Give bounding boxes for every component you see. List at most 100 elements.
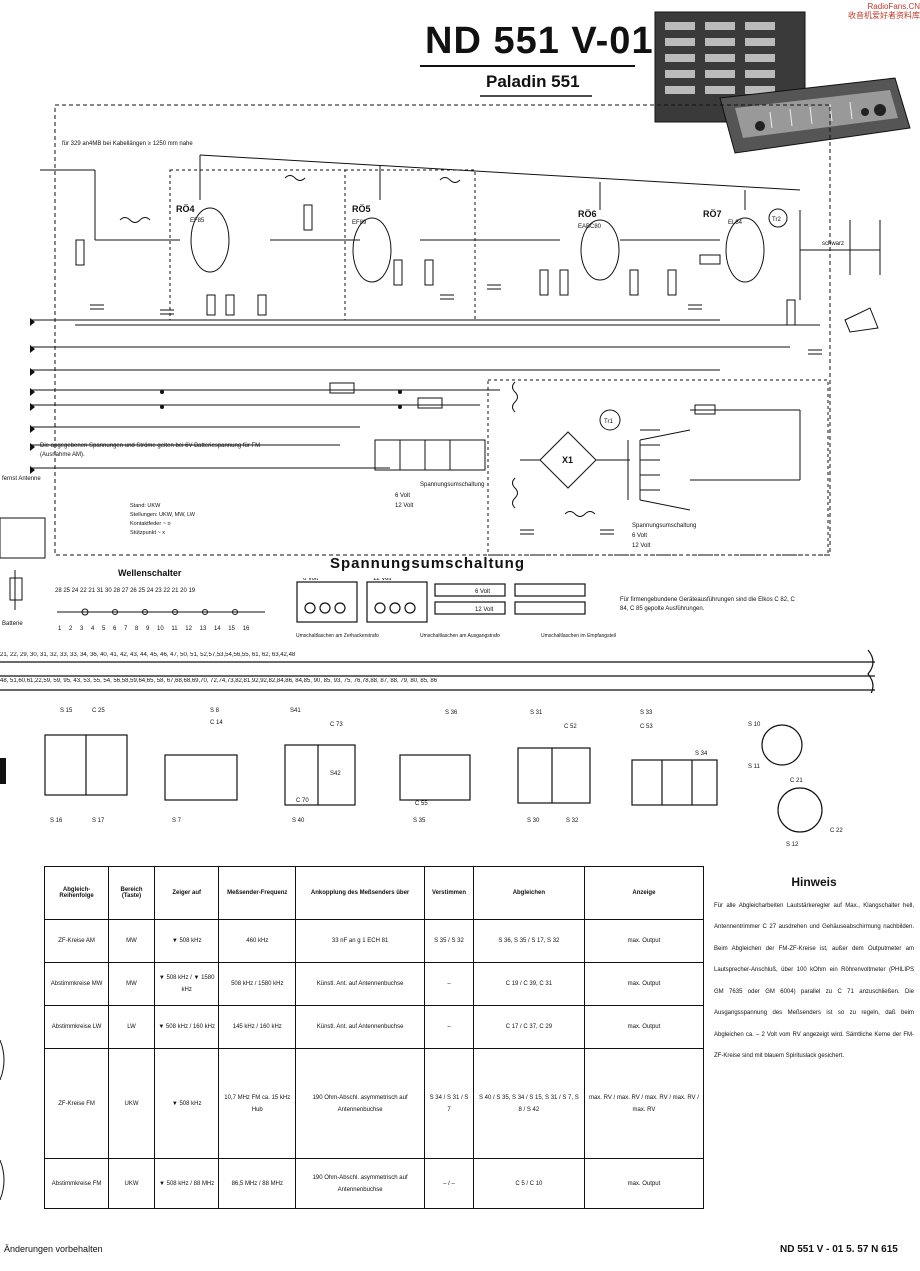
table-cell: 190 Ohm-Abschl. asymmetrisch auf Antenne…	[295, 1158, 426, 1209]
coil-label: C 21	[790, 778, 803, 784]
coil-label: C 52	[564, 724, 577, 730]
hinweis-note: Hinweis Für alle Abgleicharbeiten Lautst…	[714, 872, 914, 1068]
table-header: Verstimmen	[424, 866, 474, 920]
hinweis-title: Hinweis	[791, 875, 837, 889]
table-cell: ▼ 508 kHz	[153, 919, 220, 963]
table-cell: Künstl. Ant. auf Antennenbuchse	[295, 962, 426, 1006]
index-strip-frame	[0, 649, 875, 693]
index-strip-top: 21, 22, 29, 30, 31, 32, 33, 33, 34, 36, …	[0, 652, 296, 658]
table-cell: S 35 / S 32	[424, 919, 474, 963]
elko-note: Für firmengebundene Geräteausführungen s…	[620, 597, 795, 612]
table-cell: –	[424, 962, 474, 1006]
cable-note: für 329 an4MB bei Kabellängen ≥ 1250 mm …	[62, 141, 193, 147]
table-cell: ▼ 508 kHz / 160 kHz	[153, 1005, 220, 1049]
caption-ausgang: Umschaltlaschen am Ausgangstrafo	[420, 633, 500, 639]
switch-6v-label: 6 Volt	[303, 578, 318, 582]
coil-label: S 30	[527, 818, 540, 824]
title-underline	[420, 65, 635, 67]
table-cell: max. Output	[583, 1005, 705, 1049]
table-header-row: Abgleich-Reihenfolge Bereich (Taste) Zei…	[43, 866, 705, 920]
volt-12-label-2: 12 Volt	[632, 543, 651, 549]
wellenschalter-diagram	[57, 608, 265, 616]
coil-label: S 33	[640, 710, 653, 716]
table-cell: 508 kHz / 1580 kHz	[218, 962, 297, 1006]
table-cell: max. RV / max. RV / max. RV / max. RV / …	[583, 1048, 705, 1159]
label-antenna: fernst Antenne	[2, 476, 41, 482]
table-cell: –	[424, 1005, 474, 1049]
table-cell: UKW	[108, 1158, 155, 1209]
table-cell: Künstl. Ant. auf Antennenbuchse	[295, 1005, 426, 1049]
coil-label: C 55	[415, 801, 428, 807]
coil-label: S 34	[695, 751, 708, 757]
coil-label: S 17	[92, 818, 105, 824]
table-row: ZF-Kreise AM MW ▼ 508 kHz 460 kHz 33 nF …	[43, 919, 705, 963]
tube-label-ro5: RÖ5	[352, 204, 371, 214]
spannung-label-2: Spannungsumschaltung	[632, 523, 696, 529]
table-cell: 10,7 MHz FM ca. 15 kHz Hub	[218, 1048, 297, 1159]
coil-label: C 14	[210, 720, 223, 726]
spannung-label: Spannungsumschaltung	[420, 482, 484, 488]
switch-12v-label: 12 Volt	[373, 578, 392, 582]
coil-label: C 53	[640, 724, 653, 730]
voltage-note: Die angegebenen Spannungen und Ströme ge…	[40, 443, 261, 458]
coil-label: S 31	[530, 710, 543, 716]
table-cell: Abstimmkreise LW	[43, 1005, 110, 1049]
coil-layouts: S 15 C 25 S 16 S 17 S 8 C 14 S 7 S41 C 7…	[44, 708, 843, 848]
table-row: Abstimmkreise LW LW ▼ 508 kHz / 160 kHz …	[43, 1005, 705, 1049]
subtitle-underline	[480, 95, 592, 97]
table-row: ZF-Kreise FM UKW ▼ 508 kHz 10,7 MHz FM c…	[43, 1048, 705, 1159]
table-cell: max. Output	[583, 919, 705, 963]
wellenschalter-contacts-bottom: 1 2 3 4 5 6 7 8 9 10 11 12 13 14 15 16	[58, 626, 250, 632]
coil-label: C 73	[330, 722, 343, 728]
tube-type-ef89: EF89	[352, 220, 367, 226]
tube-type-eabc80: EABC80	[578, 224, 602, 230]
tube-label-ro7: RÖ7	[703, 209, 722, 219]
caption-zerhacker: Umschaltlaschen am Zerhackerstrafo	[296, 633, 379, 639]
coil-label: C 70	[296, 798, 309, 804]
table-cell: 460 kHz	[218, 919, 297, 963]
tube-label-ro4: RÖ4	[176, 204, 195, 214]
coil-label: S 36	[445, 710, 458, 716]
coil-label: S 35	[413, 818, 426, 824]
page-title: ND 551 V-01	[425, 20, 654, 62]
switch-legend: Stand: UKW Stellungen: UKW, MW, LW Konta…	[130, 502, 195, 538]
document-code: ND 551 V - 01 5. 57 N 615	[780, 1244, 898, 1255]
coil-label: C 25	[92, 708, 105, 714]
table-header: Zeiger auf	[153, 866, 220, 920]
coil-label: S 15	[60, 708, 73, 714]
volt-12-label: 12 Volt	[395, 503, 414, 509]
transformer-tr1: Tr1	[604, 419, 613, 425]
coil-label: S 7	[172, 818, 182, 824]
voltage-switch-diagrams: 6 Volt 12 Volt 6 Volt 12 Volt	[296, 578, 586, 623]
table-cell: ZF-Kreise AM	[43, 919, 110, 963]
spannungsumschaltung-heading: Spannungsumschaltung	[330, 555, 526, 572]
coil-label: S42	[330, 771, 341, 777]
table-header: Abgleich-Reihenfolge	[43, 866, 110, 920]
product-photo	[654, 11, 911, 154]
watermark-line2: 收音机爱好者资料库	[848, 11, 920, 20]
legend-item: Stellungen: UKW, MW, LW	[130, 512, 196, 518]
circuit-schematic: RÖ4 RÖ5 RÖ6 RÖ7 EF85 EF89 EABC80 EL84 Tr…	[0, 104, 881, 627]
table-cell: max. Output	[583, 962, 705, 1006]
table-header: Abgleichen	[472, 866, 585, 920]
legend-item: Kontaktfeder ~ o	[130, 521, 171, 527]
table-cell: Abstimmkreise FM	[43, 1158, 110, 1209]
table-cell: S 36, S 35 / S 17, S 32	[472, 919, 585, 963]
watermark-line1: RadioFans.CN	[867, 2, 920, 11]
watermark: RadioFans.CN 收音机爱好者资料库	[800, 2, 920, 20]
table-cell: Abstimmkreise MW	[43, 962, 110, 1006]
legend-item: Stand: UKW	[130, 503, 161, 509]
table-cell: ZF-Kreise FM	[43, 1048, 110, 1159]
table-header: Bereich (Taste)	[108, 866, 155, 920]
table-header: Anzeige	[583, 866, 705, 920]
tube-label-ro6: RÖ6	[578, 209, 597, 219]
rectifier-x1: X1	[562, 455, 573, 465]
legend-item: Stützpunkt ~ x	[130, 530, 166, 536]
table-cell: ▼ 508 kHz / 88 MHz	[153, 1158, 220, 1209]
table-row: Abstimmkreise FM UKW ▼ 508 kHz / 88 MHz …	[43, 1158, 705, 1209]
table-cell: ▼ 508 kHz / ▼ 1580 kHz	[153, 962, 220, 1006]
table-cell: LW	[108, 1005, 155, 1049]
table-cell: 190 Ohm-Abschl. asymmetrisch auf Antenne…	[295, 1048, 426, 1159]
table-cell: max. Output	[583, 1158, 705, 1209]
caption-empfang: Umschaltlaschen im Empfangsteil	[540, 633, 616, 639]
